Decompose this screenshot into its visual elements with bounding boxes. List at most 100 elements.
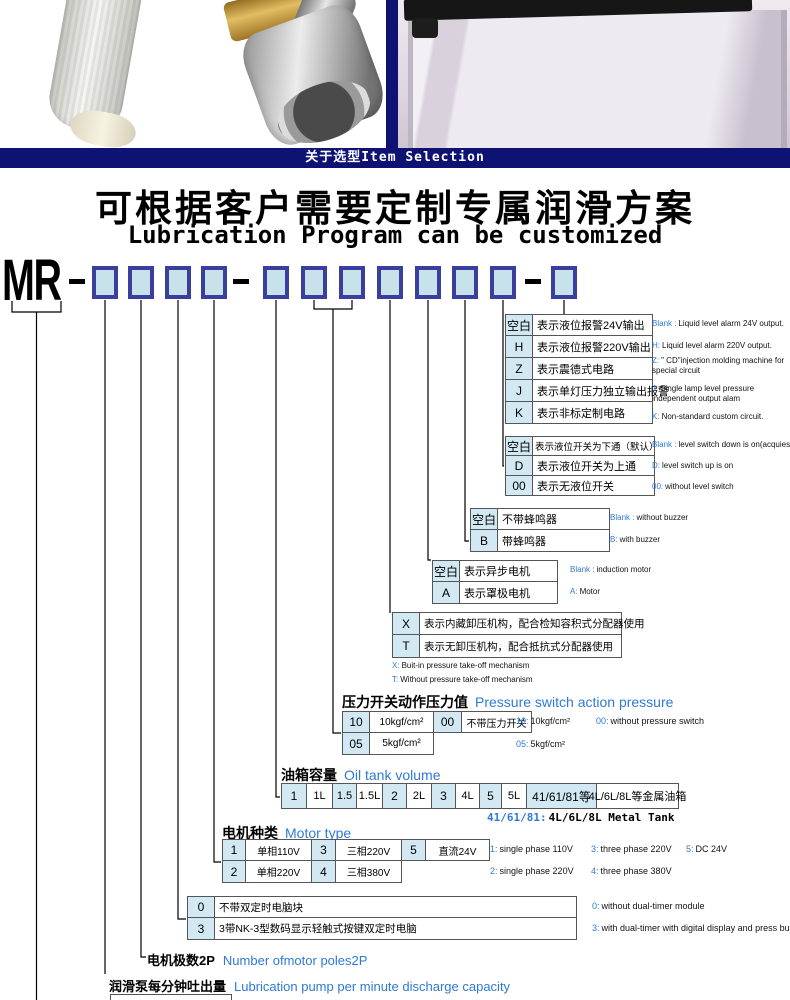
annotation: A:Motor bbox=[570, 587, 601, 596]
code-separator bbox=[69, 279, 85, 284]
code-cell: 2 bbox=[383, 783, 407, 809]
code-cell: 3 bbox=[432, 783, 456, 809]
annotation: Blank :level switch down is on(acquiesce… bbox=[652, 440, 790, 449]
code-box bbox=[165, 266, 191, 299]
table-row: 1 单相110V 3 三相220V 5 直流24V bbox=[222, 839, 490, 861]
code-cell: 1.5 bbox=[333, 783, 357, 809]
annotation: B:with buzzer bbox=[610, 535, 661, 544]
code-box bbox=[263, 266, 289, 299]
annotation: 0:without dual-timer module bbox=[592, 901, 705, 911]
code-box bbox=[551, 266, 577, 299]
code-box bbox=[452, 266, 478, 299]
code-cell: H bbox=[505, 336, 533, 358]
desc-cell: 不带蜂鸣器 bbox=[498, 508, 610, 530]
annotation: 2:single phase 220V bbox=[490, 866, 574, 876]
value-cell: 直流24V bbox=[426, 839, 490, 861]
code-cell: 00 bbox=[434, 711, 462, 733]
code-cell: 0 bbox=[187, 896, 215, 918]
value-cell: 4L bbox=[456, 783, 480, 809]
annotation: J:Single lamp level pressure independent… bbox=[652, 384, 755, 403]
annotation: X:Buit-in pressure take-off mechanism bbox=[392, 661, 530, 670]
annotation: 1:single phase 110V bbox=[490, 844, 573, 854]
desc-cell: 3带NK-3型数码显示轻触式按键双定时电脑 bbox=[215, 918, 577, 940]
code-box bbox=[128, 266, 154, 299]
band-label-cn: 关于选型 bbox=[305, 150, 362, 165]
value-cell: 三相380V bbox=[336, 861, 402, 883]
product-photo-strip bbox=[0, 0, 790, 148]
code-cell: 1 bbox=[281, 783, 307, 809]
code-cell: 05 bbox=[342, 733, 370, 755]
code-box bbox=[92, 266, 118, 299]
code-box bbox=[415, 266, 441, 299]
code-cell: 空白 bbox=[432, 560, 460, 582]
table-row: 空白表示液位开关为下通（默认） bbox=[505, 436, 659, 456]
desc-cell: 表示液位开关为下通（默认） bbox=[533, 436, 659, 456]
photo-divider bbox=[386, 0, 398, 148]
tank-metal-note: 41/61/81:4L/6L/8L Metal Tank bbox=[487, 811, 675, 824]
code-cell: K bbox=[505, 402, 533, 424]
desc-cell: 不带双定时电脑块 bbox=[215, 896, 577, 918]
annotation: 10:10kgf/cm² bbox=[516, 716, 571, 726]
table-row: 2 单相220V 4 三相380V bbox=[222, 861, 490, 883]
code-cell: 空白 bbox=[505, 436, 533, 456]
code-cell: 41/61/81等 bbox=[527, 783, 597, 809]
table-row: 空白不带蜂鸣器 bbox=[470, 508, 610, 530]
code-cell: T bbox=[392, 635, 420, 658]
photo-filter-and-connector bbox=[0, 0, 386, 148]
code-box bbox=[301, 266, 327, 299]
annotation: H:Liquid level alarm 220V output. bbox=[652, 341, 772, 350]
desc-cell: 表示内藏卸压机构，配合检知容积式分配器使用 bbox=[420, 612, 645, 635]
table-row: 05 5kgf/cm² bbox=[342, 733, 532, 755]
annotation: 5:DC 24V bbox=[686, 844, 728, 854]
table-row: 1 1L 1.5 1.5L 2 2L 3 4L 5 5L 41/61/81等 4… bbox=[281, 783, 686, 809]
value-cell: 三相220V bbox=[336, 839, 402, 861]
annotation: K:Non-standard custom circuit. bbox=[652, 412, 764, 421]
code-cell: Z bbox=[505, 358, 533, 380]
value-cell: 5kgf/cm² bbox=[370, 733, 434, 755]
desc-cell: 表示液位开关为上通 bbox=[533, 456, 655, 476]
code-cell: 空白 bbox=[505, 314, 533, 336]
tank-corner-detail bbox=[412, 18, 438, 38]
desc-cell: 表示震德式电路 bbox=[533, 358, 653, 380]
desc-cell: 表示单灯压力独立输出报警 bbox=[533, 380, 669, 402]
pressure-switch-table: 10 10kgf/cm² 00 不带压力开关 05 5kgf/cm² bbox=[342, 711, 532, 755]
code-cell: 00 bbox=[505, 476, 533, 496]
value-cell: 5L bbox=[502, 783, 527, 809]
desc-cell: 表示液位报警220V输出 bbox=[533, 336, 653, 358]
code-cell: A bbox=[432, 582, 460, 604]
annotation: Z:" CD"injection molding machine for spe… bbox=[652, 356, 785, 375]
desc-cell: 表示无液位开关 bbox=[533, 476, 655, 496]
suction-filter-cap bbox=[67, 106, 139, 148]
annotation: 3:three phase 220V bbox=[591, 844, 672, 854]
motor-type-table: 1 单相110V 3 三相220V 5 直流24V 2 单相220V 4 三相3… bbox=[222, 839, 490, 883]
annotation: T:Without pressure take-off mechanism bbox=[392, 675, 533, 684]
table-row: 空白表示液位报警24V输出 bbox=[505, 314, 653, 336]
code-box bbox=[377, 266, 403, 299]
photo-oil-tank bbox=[398, 0, 790, 148]
page-subtitle: Lubrication Program can be customized bbox=[127, 221, 663, 249]
table-row: 空白表示异步电机 bbox=[432, 560, 558, 582]
page-title: 可根据客户需要定制专属润滑方案 bbox=[95, 188, 695, 229]
code-cell: 3 bbox=[312, 839, 336, 861]
annotation: 3:with dual-timer with digital display a… bbox=[592, 923, 790, 933]
code-cell: 5 bbox=[480, 783, 502, 809]
code-cell: 5 bbox=[402, 839, 426, 861]
value-cell: 单相220V bbox=[246, 861, 312, 883]
code-cell: 空白 bbox=[470, 508, 498, 530]
table-row: 10 10kgf/cm² 00 不带压力开关 bbox=[342, 711, 532, 733]
annotation: 4:three phase 380V bbox=[591, 866, 672, 876]
